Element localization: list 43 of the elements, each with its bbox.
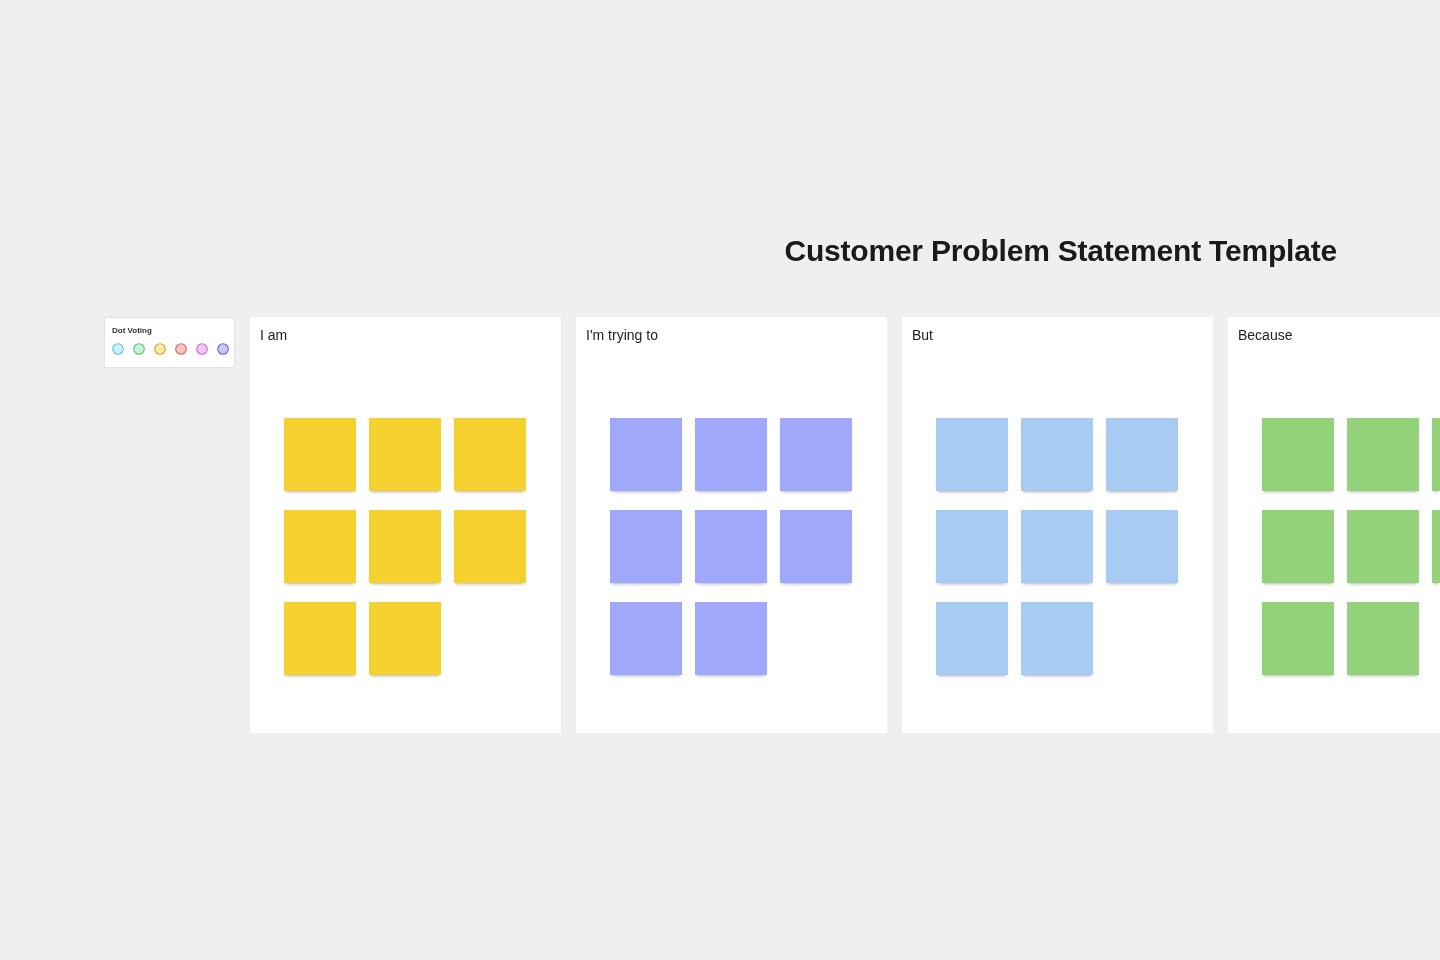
sticky-note: [936, 418, 1008, 491]
sticky-note: [1021, 510, 1093, 583]
sticky-note: [780, 510, 852, 583]
sticky-note: [610, 510, 682, 583]
sticky-note: [369, 510, 441, 583]
sticky-note: [610, 418, 682, 491]
frame-panel: [1228, 317, 1440, 733]
sticky-note: [1347, 510, 1419, 583]
sticky-note: [1106, 418, 1178, 491]
sticky-note: [1021, 602, 1093, 675]
sticky-note: [369, 418, 441, 491]
frame-title: But: [912, 327, 933, 343]
sticky-note: [284, 602, 356, 675]
sticky-note: [780, 418, 852, 491]
title: Customer Problem Statement Template: [784, 234, 1337, 268]
voting-card: [104, 317, 235, 368]
sticky-note: [1106, 510, 1178, 583]
sticky-note: [284, 510, 356, 583]
card-title: Dot Voting: [112, 326, 152, 335]
sticky-note: [695, 510, 767, 583]
frame-title: Because: [1238, 327, 1293, 343]
frame-panel: [902, 317, 1213, 733]
frame-panel: [576, 317, 887, 733]
sticky-note: [1432, 510, 1440, 583]
sticky-note: [610, 602, 682, 675]
sticky-note: [1021, 418, 1093, 491]
sticky-note: [1262, 418, 1334, 491]
sticky-note: [1432, 418, 1440, 491]
sticky-note: [695, 602, 767, 675]
sticky-note: [1347, 418, 1419, 491]
sticky-note: [454, 418, 526, 491]
frame-panel: [250, 317, 561, 733]
sticky-note: [695, 418, 767, 491]
frame-title: I am: [260, 327, 288, 343]
sticky-note: [369, 602, 441, 675]
sticky-note: [1347, 602, 1419, 675]
sticky-note: [1262, 510, 1334, 583]
sticky-note: [284, 418, 356, 491]
frame-title: I'm trying to: [586, 327, 658, 343]
sticky-note: [454, 510, 526, 583]
sticky-note: [936, 510, 1008, 583]
sticky-note: [936, 602, 1008, 675]
sticky-note: [1262, 602, 1334, 675]
